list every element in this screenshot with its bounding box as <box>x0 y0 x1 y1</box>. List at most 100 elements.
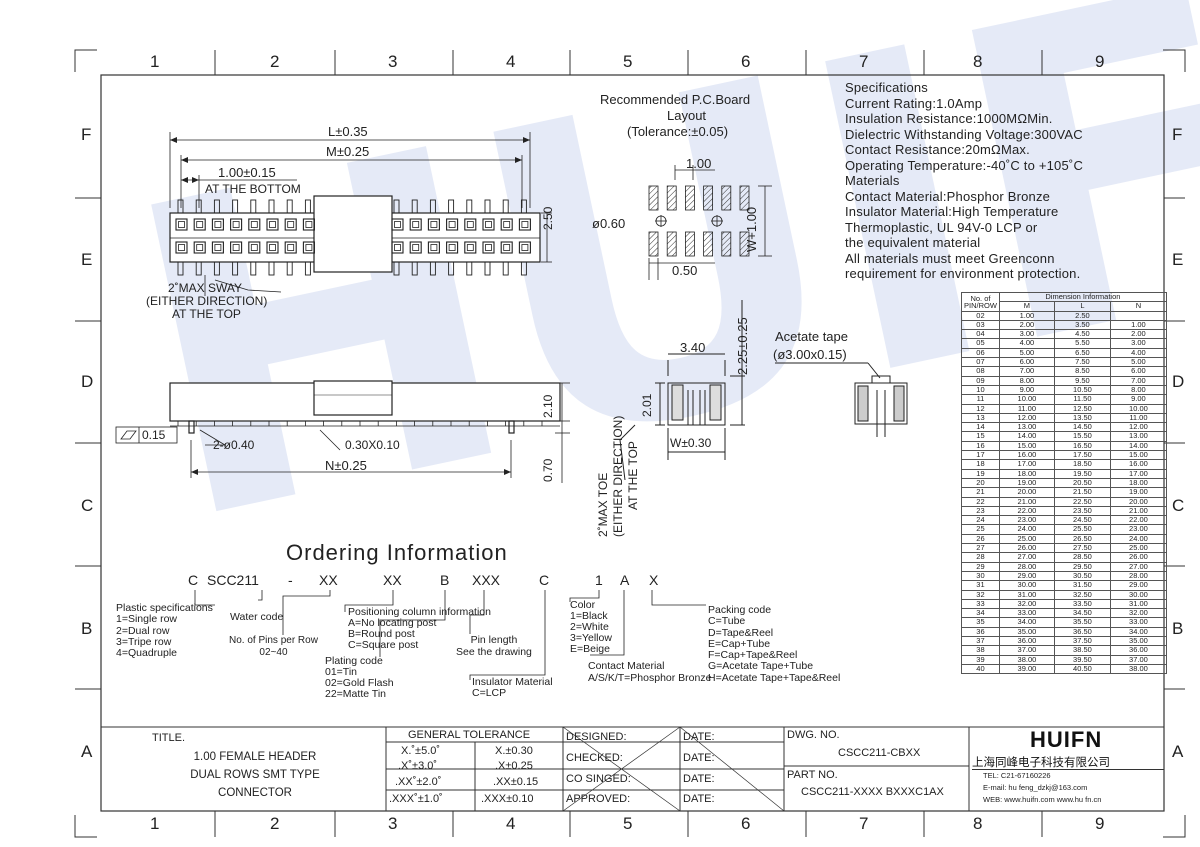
company-divider <box>972 769 1164 770</box>
contact-inner <box>178 221 185 228</box>
plastic-opt: 4=Quadruple <box>116 647 178 660</box>
row-label: A <box>81 742 93 761</box>
top-pin-lower <box>502 261 509 276</box>
contact-cell <box>482 218 495 231</box>
contact-inner <box>466 244 474 251</box>
pcb-pad <box>685 231 695 257</box>
contact-inner <box>214 221 222 228</box>
end-dim-width: 3.40 <box>680 340 706 355</box>
dim-table-cell: 40 <box>961 663 1000 675</box>
dim-table-cell: 33.00 <box>1109 617 1167 628</box>
top-pin-lower <box>286 261 293 276</box>
tape-note-2: (ø3.00x0.15) <box>773 347 847 362</box>
positioning-info: Positioning column information A=No loca… <box>348 607 491 651</box>
dim-table-cell: 4.00 <box>998 338 1055 349</box>
dim-post: 2-ø0.40 <box>213 438 255 452</box>
contact-inner <box>178 244 185 251</box>
contact-cell <box>284 218 297 231</box>
contact-cell <box>391 241 404 254</box>
dim-table-cell: 02 <box>961 310 1000 321</box>
dim-table-cell: 15.50 <box>1053 431 1111 442</box>
col-label: 4 <box>506 814 516 833</box>
pcb-pad <box>648 231 659 257</box>
top-pin-lower <box>411 261 418 276</box>
spec-line: Specifications <box>845 80 929 95</box>
dim-table-cell: 28.50 <box>1053 552 1111 563</box>
contact-cell <box>248 241 261 254</box>
pins-head: No. of Pins per Row <box>229 635 318 646</box>
spec-line: Current Rating:1.0Amp <box>845 95 983 111</box>
contact-cell <box>193 241 206 254</box>
dim-table-cell: 13.00 <box>1109 431 1167 442</box>
dim-table-cell: 26.00 <box>1109 552 1167 563</box>
contact-cell <box>302 241 315 254</box>
dim-table-cell: 40.50 <box>1053 663 1111 675</box>
dim-table-cell: 27.00 <box>1109 561 1167 572</box>
row-label: B <box>1172 619 1184 638</box>
pcb-pad <box>703 185 713 211</box>
dim-table-cell: 39.50 <box>1053 654 1111 665</box>
dim-table-cell: 25.50 <box>1053 524 1111 535</box>
pcb-dim-offset: 0.50 <box>672 263 698 278</box>
top-pin-upper <box>268 199 275 214</box>
dim-table-cell: 20.00 <box>998 487 1055 498</box>
contact-inner <box>412 221 420 228</box>
contact-cell <box>427 241 440 254</box>
contact-inner <box>196 221 204 228</box>
contact-cell <box>391 218 404 231</box>
end-dim-201: 2.01 <box>640 393 654 417</box>
dim-pitch: 1.00±0.15 <box>218 165 276 180</box>
contact-cell <box>230 241 243 254</box>
contact-cell <box>266 218 279 231</box>
top-pin-upper <box>411 199 418 214</box>
dim-table-cell: 08 <box>961 366 1000 377</box>
dim-table-cell <box>1109 310 1167 321</box>
tol-angle-0: X.˚±5.0˚ <box>401 745 441 757</box>
dim-table-cell: 11 <box>961 394 1000 405</box>
checked-label: CHECKED: <box>566 752 623 764</box>
contact-cell <box>211 241 224 254</box>
spec-line: Contact Resistance:20mΩMax. <box>845 142 1030 157</box>
tol-linear-2: .XX±0.15 <box>493 776 539 788</box>
top-pin-lower <box>177 261 184 276</box>
top-pin-upper <box>466 199 473 214</box>
dim-table-cell: 22.50 <box>1053 496 1111 507</box>
contact-cell <box>427 218 440 231</box>
top-pin-upper <box>429 199 436 214</box>
packing-opt: F=Cap+Tape&Reel <box>708 649 798 662</box>
dim-table-cell: 16.00 <box>1109 459 1167 470</box>
col-label: 9 <box>1095 52 1105 71</box>
dwg-no-label: DWG. NO. <box>787 729 840 741</box>
drawing-title: 1.00 FEMALE HEADER DUAL ROWS SMT TYPE CO… <box>180 748 330 802</box>
date-label: DATE: <box>683 773 715 785</box>
col-label: 3 <box>388 52 398 71</box>
top-pin-lower <box>484 261 491 276</box>
title-line: CONNECTOR <box>218 787 292 799</box>
tol-angle-1: .X˚±3.0˚ <box>398 760 438 772</box>
contact-cell <box>464 218 477 231</box>
dim-table-cell: 27.00 <box>998 552 1055 563</box>
col-label: 5 <box>623 52 633 71</box>
dim-table-cell: 05 <box>961 338 1000 349</box>
tol-angle-2: .XX˚±2.0˚ <box>395 776 442 788</box>
dim-l: L±0.35 <box>328 124 368 139</box>
pinlength-note: See the drawing <box>456 646 532 658</box>
packing-opt: G=Acetate Tape+Tube <box>708 660 814 673</box>
contact-cell <box>464 241 477 254</box>
contact-inner <box>250 244 258 251</box>
pinlength-head: Pin length <box>470 634 518 646</box>
company-email: E-mail: hu feng_dzkj@163.com <box>983 783 1088 792</box>
positioning-opt: C=Square post <box>348 639 419 651</box>
contact-inner <box>412 244 420 251</box>
col-label: 4 <box>506 52 516 71</box>
dim-table-cell: 38.00 <box>1109 663 1167 675</box>
dim-table-cell: 39.00 <box>998 663 1055 675</box>
col-label: 8 <box>973 814 983 833</box>
contact-inner <box>485 244 492 251</box>
pcb-pad <box>739 185 750 211</box>
note-bottom: AT THE BOTTOM <box>205 182 301 196</box>
